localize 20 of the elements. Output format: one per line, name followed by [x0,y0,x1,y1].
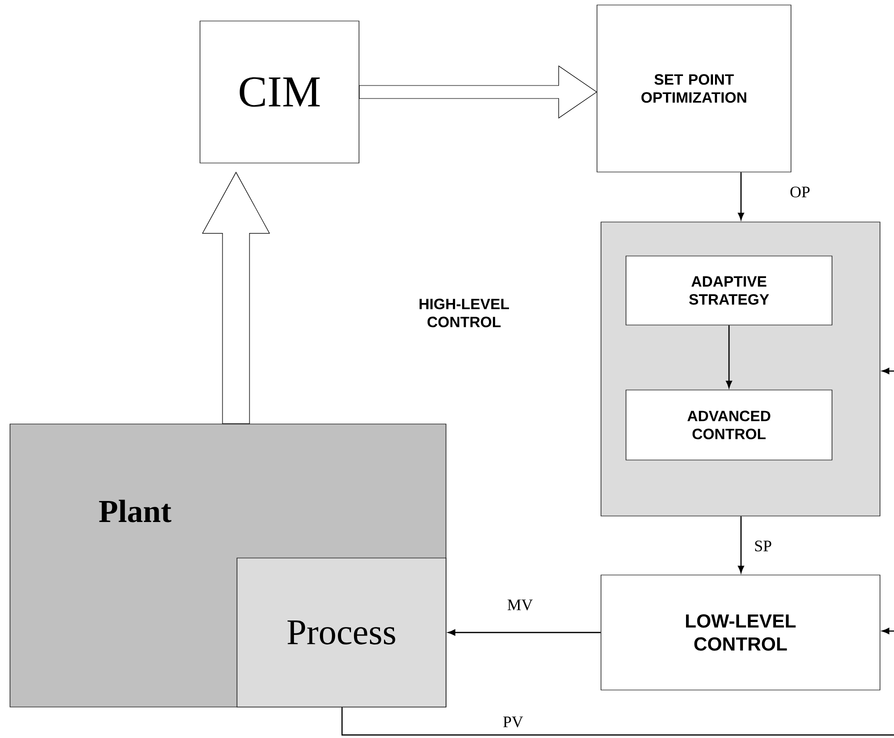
edge-label: PV [502,716,524,728]
arrow [882,628,894,634]
edge-label: MV [506,598,534,612]
process-box: SET POINT OPTIMIZATION [596,4,792,172]
process-box: ADVANCED CONTROL [626,390,832,460]
process-box: Process [236,558,446,708]
arrow [448,629,601,636]
arrow [738,172,744,220]
plant-label: Plant [99,500,172,522]
heading-label: HIGH-LEVEL CONTROL [420,298,509,328]
arrow [726,325,732,388]
process-box: LOW-LEVEL CONTROL [600,574,880,690]
block-arrow [202,172,270,424]
edge-label: OP [788,186,812,198]
arrow [738,516,744,573]
block-arrow [359,65,598,119]
edge-label: SP [753,540,773,552]
process-box: ADAPTIVE STRATEGY [626,256,832,326]
arrow [882,368,894,374]
process-box: CIM [200,20,360,164]
